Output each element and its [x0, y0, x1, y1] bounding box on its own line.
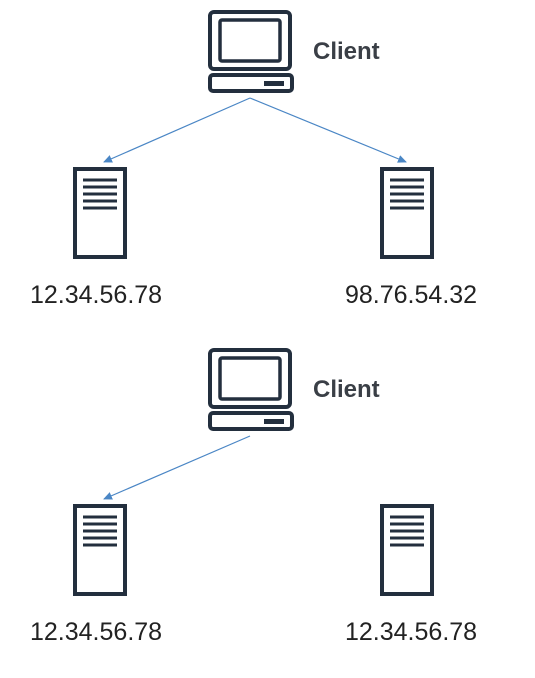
client-computer-icon — [208, 348, 294, 431]
server-left-icon — [73, 167, 127, 259]
connection-arrow-left — [103, 97, 251, 163]
client-label: Client — [313, 38, 380, 65]
client-label: Client — [313, 376, 380, 403]
connection-arrow-right — [249, 97, 407, 163]
server-right-icon — [380, 167, 434, 259]
server-right-ip-label: 12.34.56.78 — [345, 618, 478, 646]
server-left-ip-label: 12.34.56.78 — [30, 618, 163, 646]
server-left-ip-label: 12.34.56.78 — [30, 281, 163, 309]
server-left-icon — [73, 504, 127, 596]
server-right-ip-label: 98.76.54.32 — [345, 281, 478, 309]
server-right-icon — [380, 504, 434, 596]
client-computer-icon — [208, 10, 294, 93]
connection-arrow-left — [103, 435, 251, 500]
